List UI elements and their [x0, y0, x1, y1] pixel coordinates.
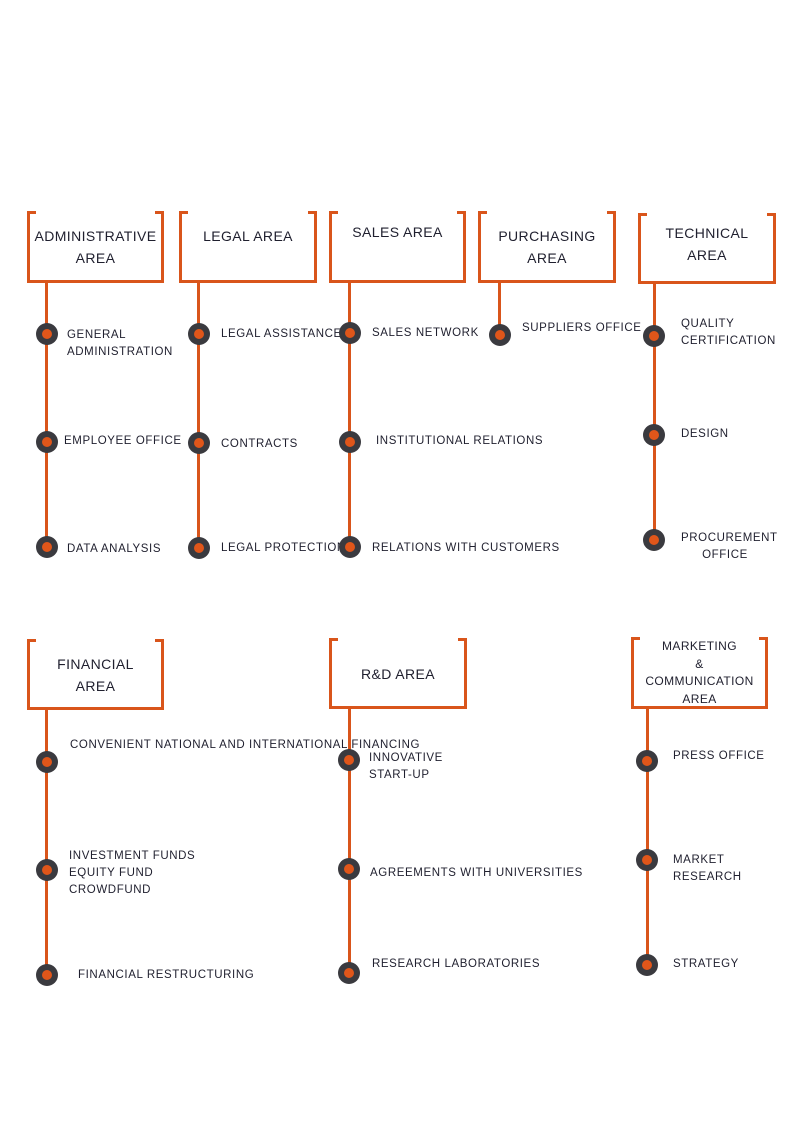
legal-item-1-label: LEGAL ASSISTANCE — [221, 328, 342, 340]
administrative-item-1-label: GENERAL ADMINISTRATION — [67, 329, 173, 358]
financial-item-1-label: CONVENIENT NATIONAL AND INTERNATIONAL FI… — [70, 739, 421, 751]
legal-node-2 — [188, 432, 210, 454]
technical-connector-line — [653, 281, 656, 539]
administrative-item-3-label: DATA ANALYSIS — [67, 543, 162, 555]
sales-node-2 — [339, 431, 361, 453]
purchasing-node-1 — [489, 324, 511, 346]
purchasing-connector-line — [498, 281, 501, 331]
technical-item-2-label: DESIGN — [681, 428, 729, 440]
financial-node-1 — [36, 751, 58, 773]
sales-node-3 — [339, 536, 361, 558]
financial-connector-line — [45, 707, 48, 973]
administrative-area-box: ADMINISTRATIVE AREA — [27, 211, 164, 283]
administrative-area-title: ADMINISTRATIVE AREA — [34, 228, 157, 266]
marketing-item-1-label: PRESS OFFICE — [673, 750, 765, 762]
marketing-area-box: MARKETING & COMMUNICATION AREA — [631, 637, 768, 709]
legal-item-3-label: LEGAL PROTECTION — [221, 542, 346, 554]
technical-node-2 — [643, 424, 665, 446]
rnd-connector-line — [348, 707, 351, 973]
technical-node-3 — [643, 529, 665, 551]
technical-item-1-label: QUALITY CERTIFICATION — [681, 318, 776, 347]
legal-node-1 — [188, 323, 210, 345]
legal-node-3 — [188, 537, 210, 559]
legal-connector-line — [197, 281, 200, 548]
financial-area-title: FINANCIAL AREA — [57, 655, 134, 694]
purchasing-item-1-label: SUPPLIERS OFFICE — [522, 322, 642, 334]
rnd-item-1-label: INNOVATIVE START-UP — [369, 752, 443, 781]
technical-area-title: TECHNICAL AREA — [665, 224, 749, 263]
sales-item-2-label: INSTITUTIONAL RELATIONS — [376, 435, 544, 447]
technical-area-box: TECHNICAL AREA — [638, 213, 776, 284]
technical-item-3-label: PROCUREMENT OFFICE — [681, 532, 778, 561]
marketing-item-2-label: MARKET RESEARCH — [673, 854, 742, 883]
marketing-connector-line — [646, 707, 649, 965]
legal-area-box: LEGAL AREA — [179, 211, 317, 283]
marketing-node-1 — [636, 750, 658, 772]
administrative-node-2 — [36, 431, 58, 453]
financial-node-2 — [36, 859, 58, 881]
legal-item-2-label: CONTRACTS — [221, 438, 298, 450]
sales-connector-line — [348, 281, 351, 548]
rnd-node-2 — [338, 858, 360, 880]
administrative-node-1 — [36, 323, 58, 345]
financial-node-3 — [36, 964, 58, 986]
purchasing-area-title: PURCHASING AREA — [498, 228, 596, 266]
financial-area-box: FINANCIAL AREA — [27, 639, 164, 710]
technical-node-1 — [643, 325, 665, 347]
sales-node-1 — [339, 322, 361, 344]
rnd-area-box: R&D AREA — [329, 638, 467, 709]
marketing-item-3-label: STRATEGY — [673, 958, 739, 970]
legal-area-title: LEGAL AREA — [203, 228, 293, 244]
sales-area-title: SALES AREA — [352, 224, 443, 240]
administrative-node-3 — [36, 536, 58, 558]
financial-item-2-label: INVESTMENT FUNDS EQUITY FUND CROWDFUND — [69, 850, 196, 896]
rnd-area-title: R&D AREA — [361, 665, 435, 682]
rnd-item-2-label: AGREEMENTS WITH UNIVERSITIES — [370, 867, 583, 879]
rnd-node-3 — [338, 962, 360, 984]
administrative-connector-line — [45, 281, 48, 548]
marketing-area-title: MARKETING & COMMUNICATION AREA — [645, 639, 754, 706]
marketing-node-2 — [636, 849, 658, 871]
rnd-item-3-label: RESEARCH LABORATORIES — [372, 958, 541, 970]
financial-item-3-label: FINANCIAL RESTRUCTURING — [78, 969, 255, 981]
sales-item-3-label: RELATIONS WITH CUSTOMERS — [372, 542, 560, 554]
sales-item-1-label: SALES NETWORK — [372, 327, 479, 339]
rnd-node-1 — [338, 749, 360, 771]
marketing-node-3 — [636, 954, 658, 976]
purchasing-area-box: PURCHASING AREA — [478, 211, 616, 283]
sales-area-box: SALES AREA — [329, 211, 466, 283]
administrative-item-2-label: EMPLOYEE OFFICE — [64, 435, 182, 447]
